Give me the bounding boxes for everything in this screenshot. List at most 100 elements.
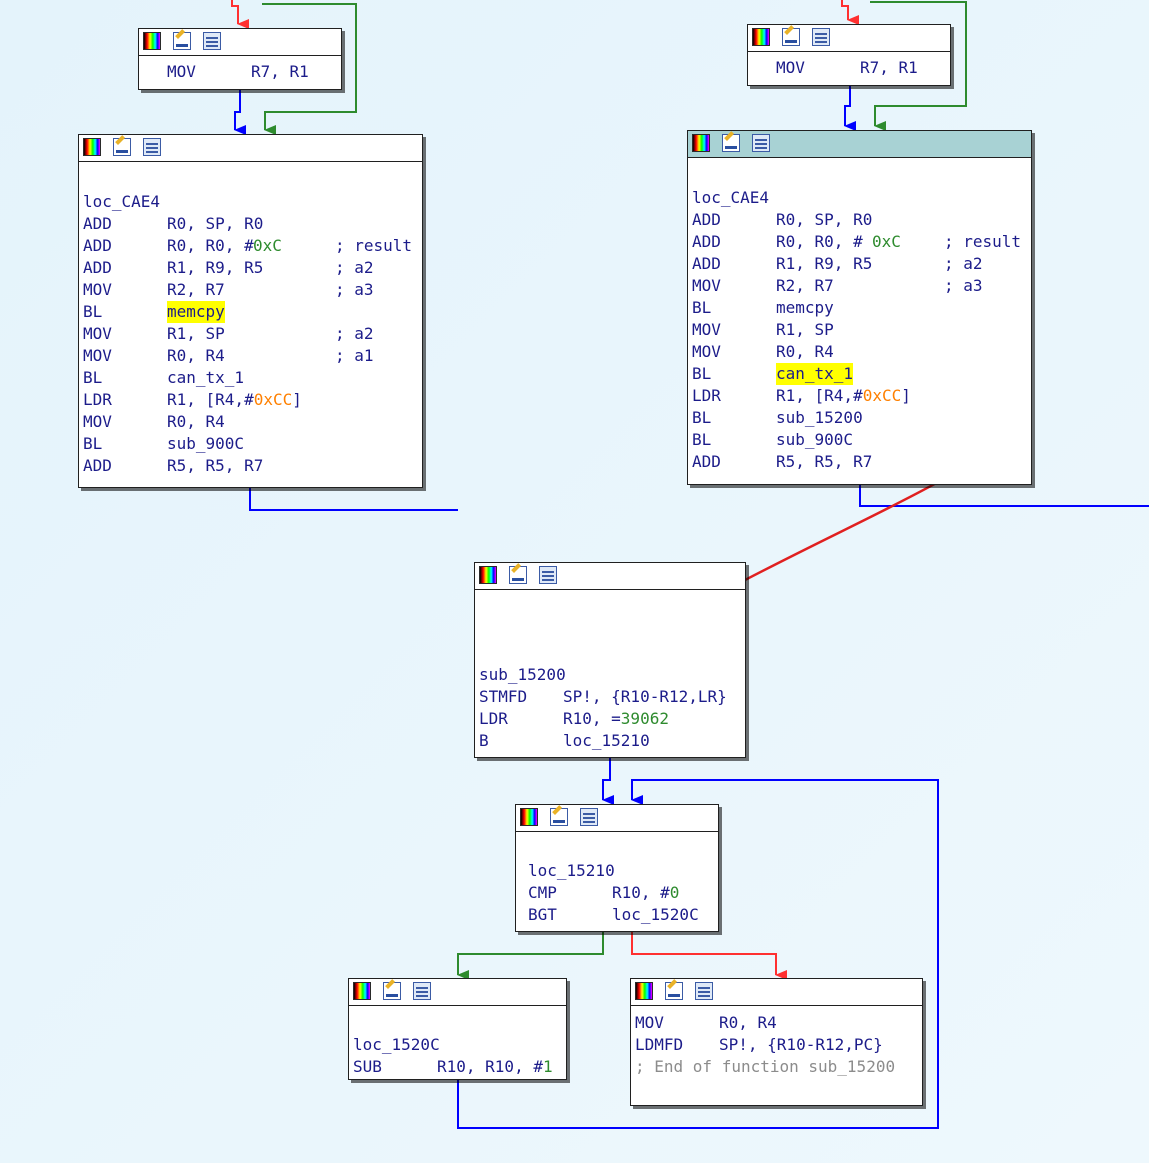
graph-overview-icon[interactable] (695, 982, 713, 1000)
mnemonic: MOV (776, 58, 805, 77)
mnemonic: STMFD (479, 687, 528, 706)
edit-icon[interactable] (383, 982, 401, 1000)
mnemonic: MOV (83, 280, 112, 299)
operands[interactable]: loc_15210 (563, 731, 650, 750)
color-palette-icon[interactable] (83, 138, 101, 156)
edit-icon[interactable] (113, 138, 131, 156)
operands: R0, R4 (167, 346, 225, 365)
operands: R1, R9, R5 (167, 258, 264, 277)
color-palette-icon[interactable] (479, 566, 497, 584)
operands[interactable]: sub_900C (167, 434, 245, 453)
edit-icon[interactable] (665, 982, 683, 1000)
operands: R0, R4 (719, 1013, 777, 1032)
operands[interactable]: loc_1520C (612, 905, 699, 924)
function-label[interactable]: sub_15200 (479, 664, 566, 686)
color-palette-icon[interactable] (635, 982, 653, 1000)
operands[interactable]: memcpy (776, 298, 834, 317)
highlighted-symbol[interactable]: memcpy (167, 301, 225, 323)
graph-overview-icon[interactable] (580, 808, 598, 826)
graph-overview-icon[interactable] (203, 32, 221, 50)
color-palette-icon[interactable] (752, 28, 770, 46)
mnemonic: MOV (83, 346, 112, 365)
mnemonic: ADD (692, 452, 721, 471)
graph-overview-icon[interactable] (752, 134, 770, 152)
highlighted-symbol[interactable]: can_tx_1 (776, 363, 854, 385)
graph-overview-icon[interactable] (539, 566, 557, 584)
operands-end: ] (292, 390, 302, 409)
comment: ; a3 (944, 276, 983, 295)
operands[interactable]: sub_900C (776, 430, 854, 449)
operands[interactable]: sub_15200 (776, 408, 863, 427)
block-label[interactable]: loc_CAE4 (83, 191, 160, 213)
operands: R10, R10, # (437, 1057, 543, 1076)
block-label[interactable]: loc_15210 (528, 860, 615, 882)
edit-icon[interactable] (550, 808, 568, 826)
color-palette-icon[interactable] (520, 808, 538, 826)
edit-icon[interactable] (173, 32, 191, 50)
graph-overview-icon[interactable] (812, 28, 830, 46)
operands: R0, R0, # (167, 236, 254, 255)
color-palette-icon[interactable] (143, 32, 161, 50)
mnemonic: ADD (83, 214, 112, 233)
block-label[interactable]: loc_CAE4 (692, 187, 769, 209)
comment: ; result (944, 232, 1022, 251)
color-palette-icon[interactable] (692, 134, 710, 152)
color-palette-icon[interactable] (353, 982, 371, 1000)
label-text: loc_CAE4 (692, 188, 770, 207)
node-header (475, 563, 745, 590)
immediate-value: 39062 (620, 709, 669, 728)
edit-icon[interactable] (782, 28, 800, 46)
operands[interactable]: can_tx_1 (167, 368, 245, 387)
graph-overview-icon[interactable] (143, 138, 161, 156)
edit-icon[interactable] (509, 566, 527, 584)
graph-overview-icon[interactable] (413, 982, 431, 1000)
edit-icon[interactable] (722, 134, 740, 152)
mnemonic: LDMFD (635, 1035, 684, 1054)
operands: R10, = (563, 709, 621, 728)
block-label[interactable]: loc_1520C (353, 1034, 440, 1056)
operands: R1, [R4,# (167, 390, 254, 409)
